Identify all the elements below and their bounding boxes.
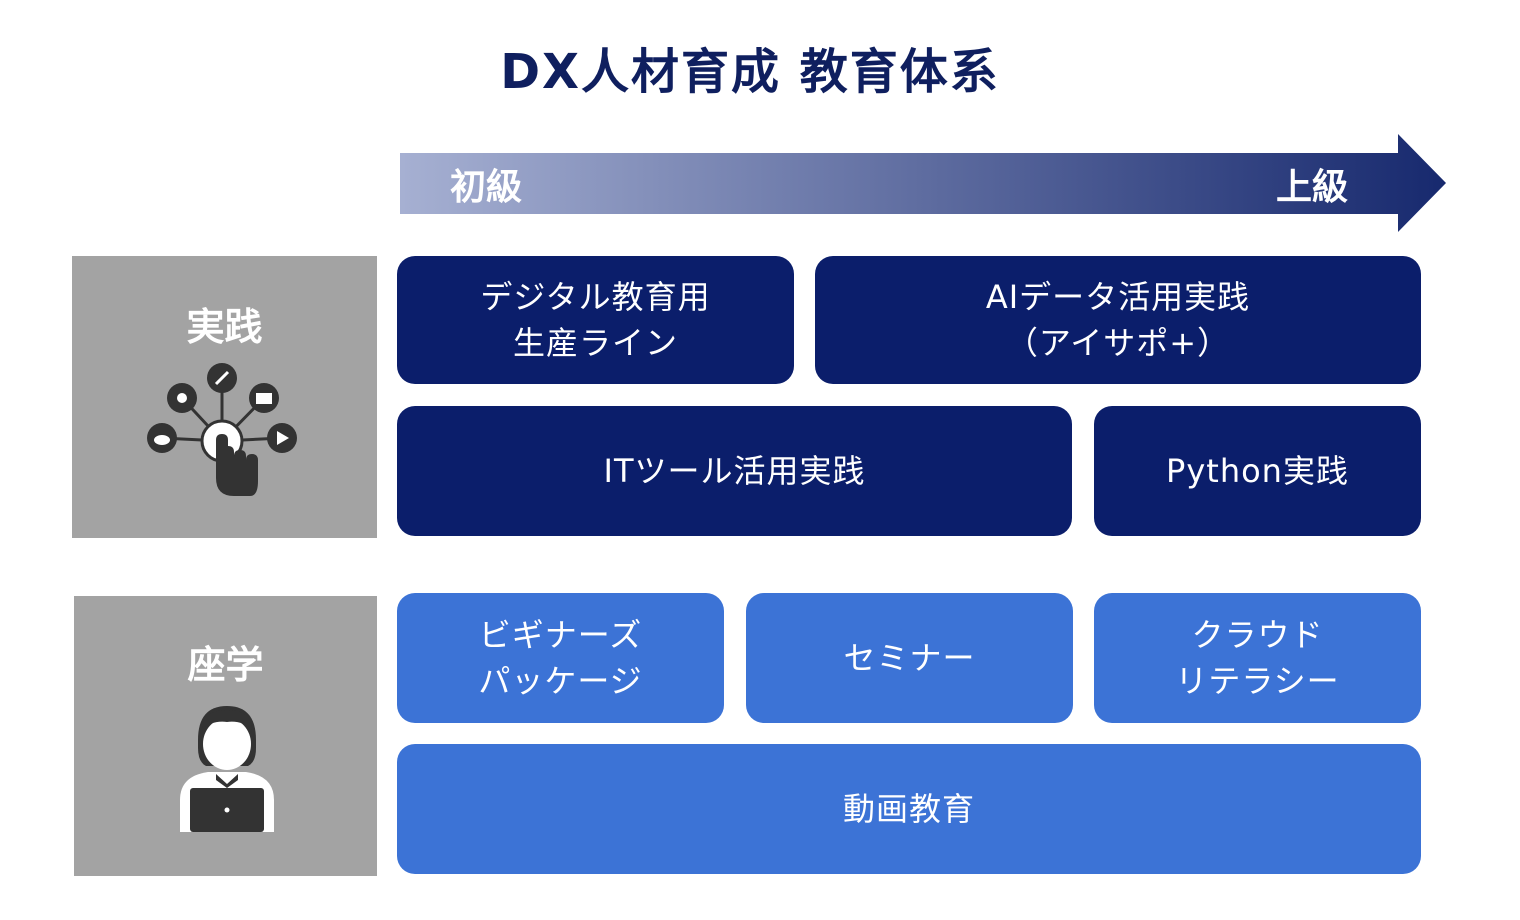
- program-ai-data-practice[interactable]: AIデータ活用実践 （アイサポ+）: [815, 256, 1421, 384]
- classroom-title: 座学: [187, 643, 264, 687]
- program-label-line2: リテラシー: [1175, 662, 1340, 700]
- program-label-line2: 生産ライン: [512, 324, 678, 362]
- program-label-line1: ビギナーズ: [478, 616, 643, 654]
- program-digital-production-line[interactable]: デジタル教育用 生産ライン: [397, 256, 794, 384]
- level-arrow: 初級 上級: [400, 134, 1446, 232]
- program-python-practice[interactable]: Python実践: [1094, 406, 1421, 536]
- classroom-section-label: 座学: [74, 596, 377, 876]
- program-it-tool-practice[interactable]: ITツール活用実践: [397, 406, 1072, 536]
- program-label-line1: セミナー: [843, 639, 976, 677]
- program-label-line1: ITツール活用実践: [603, 452, 866, 490]
- practice-section-label: 実践: [72, 256, 377, 538]
- person-laptop-icon: [180, 706, 274, 832]
- program-label-line1: Python実践: [1166, 452, 1349, 490]
- page-title: DX人材育成 教育体系: [500, 44, 1000, 100]
- level-beginner-label: 初級: [450, 167, 523, 208]
- hand-touch-network-icon: [147, 363, 297, 496]
- program-label-line2: （アイサポ+）: [1005, 324, 1231, 362]
- program-label-line2: パッケージ: [478, 662, 643, 700]
- level-advanced-label: 上級: [1276, 167, 1349, 208]
- program-seminar[interactable]: セミナー: [746, 593, 1073, 723]
- program-beginners-package[interactable]: ビギナーズ パッケージ: [397, 593, 724, 723]
- program-video-education[interactable]: 動画教育: [397, 744, 1421, 874]
- program-label-line1: クラウド: [1191, 616, 1324, 654]
- practice-title: 実践: [186, 305, 263, 349]
- program-label-line1: デジタル教育用: [480, 278, 711, 316]
- program-label-line1: AIデータ活用実践: [985, 278, 1251, 316]
- program-label-line1: 動画教育: [842, 790, 975, 828]
- program-cloud-literacy[interactable]: クラウド リテラシー: [1094, 593, 1421, 723]
- level-arrow-shape: [400, 134, 1446, 232]
